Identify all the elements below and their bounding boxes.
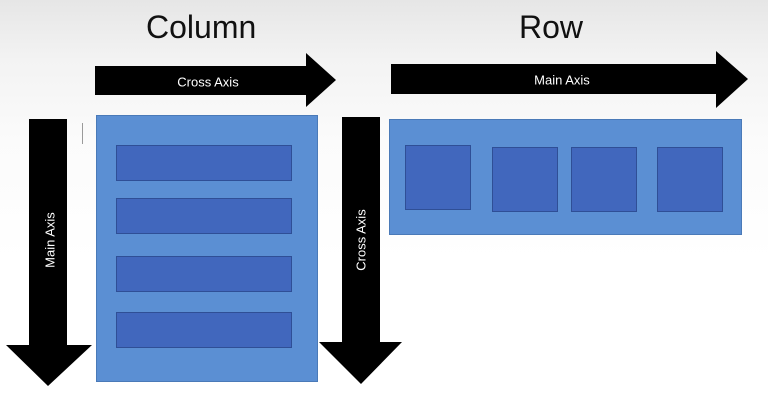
row-item	[657, 147, 723, 212]
column-cross-axis-label: Cross Axis	[177, 74, 239, 90]
row-main-axis-label: Main Axis	[534, 72, 590, 88]
row-main-axis-arrow	[391, 51, 748, 108]
column-item	[116, 145, 292, 181]
row-title: Row	[519, 9, 584, 45]
column-title: Column	[146, 9, 257, 45]
column-cross-axis-arrow	[95, 53, 336, 107]
text-cursor-mark	[82, 123, 83, 144]
column-item	[116, 198, 292, 234]
row-item	[571, 147, 637, 212]
row-item	[492, 147, 558, 212]
row-container	[389, 119, 742, 235]
row-cross-axis-arrow	[319, 117, 402, 384]
column-main-axis-arrow	[6, 119, 92, 386]
row-cross-axis-label: Cross Axis	[353, 209, 369, 271]
column-item	[116, 312, 292, 348]
column-main-axis-label: Main Axis	[42, 212, 58, 268]
column-container	[96, 115, 318, 382]
column-item	[116, 256, 292, 292]
row-item	[405, 145, 471, 210]
